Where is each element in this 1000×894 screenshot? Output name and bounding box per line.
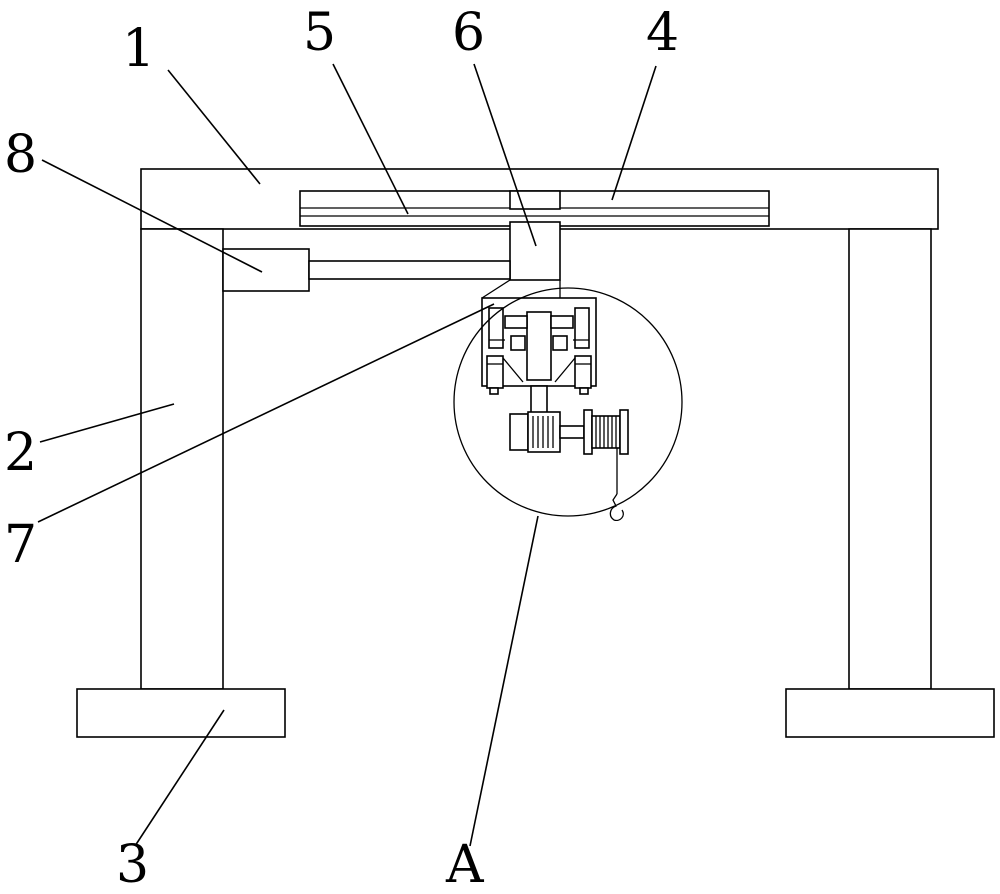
right-base xyxy=(785,688,995,738)
cylinder-rod xyxy=(308,260,511,280)
label-8: 8 xyxy=(4,125,37,185)
left-column xyxy=(140,228,224,690)
label-a: A xyxy=(445,835,485,894)
detail-circle-a xyxy=(453,287,683,517)
clamp-mechanism xyxy=(486,307,592,395)
leader-7 xyxy=(37,303,495,523)
label-1: 1 xyxy=(122,19,155,79)
label-7: 7 xyxy=(4,515,37,575)
winch-drum xyxy=(583,409,629,455)
leader-8 xyxy=(41,159,263,273)
leader-4 xyxy=(611,65,657,201)
hanger-strut xyxy=(481,279,511,299)
leader-1 xyxy=(167,69,261,185)
label-4: 4 xyxy=(646,3,679,63)
drop-rod xyxy=(530,385,548,415)
leader-5 xyxy=(332,63,409,215)
slider-block xyxy=(509,221,561,281)
motor xyxy=(509,411,561,453)
cylinder-body xyxy=(222,248,310,292)
label-6: 6 xyxy=(452,3,485,63)
leader-6 xyxy=(473,63,537,247)
right-column xyxy=(848,228,932,690)
label-3: 3 xyxy=(116,835,149,894)
label-2: 2 xyxy=(4,423,37,483)
label-5: 5 xyxy=(303,3,336,63)
leader-2 xyxy=(39,403,175,443)
left-base xyxy=(76,688,286,738)
leader-a xyxy=(469,515,539,847)
drive-shaft xyxy=(559,425,585,439)
leader-3 xyxy=(134,709,225,847)
